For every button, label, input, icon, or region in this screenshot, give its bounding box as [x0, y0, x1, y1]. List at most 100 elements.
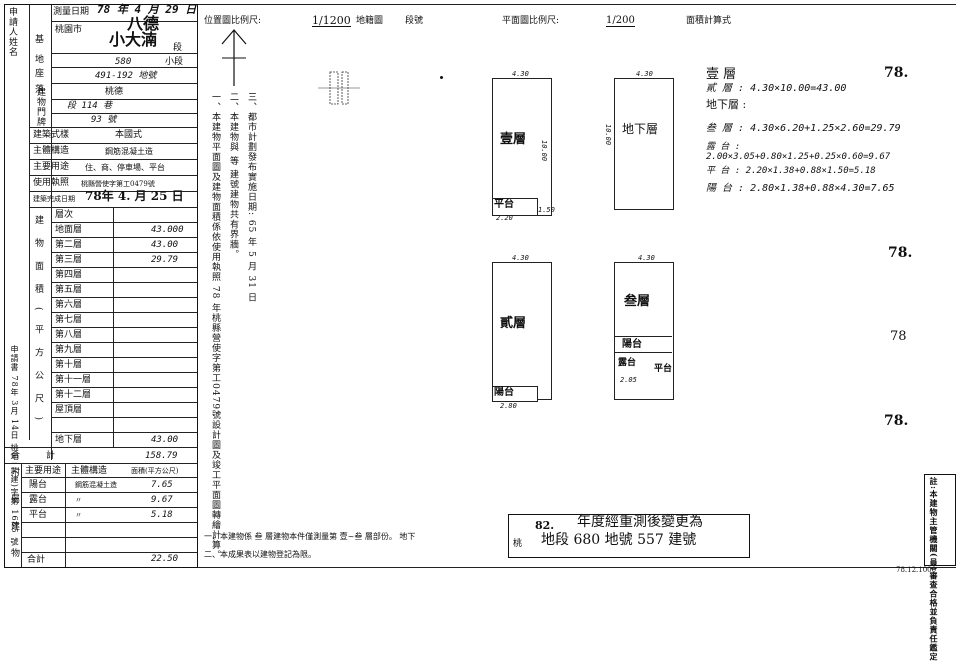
stamp-line1: 年度經重測後變更為: [577, 514, 703, 530]
plan-floor1: [492, 78, 552, 216]
p3-width: 4.30: [512, 254, 529, 262]
map-dot: [440, 76, 443, 79]
p4-width: 4.30: [638, 254, 655, 262]
floor-name: 第十二層: [55, 390, 92, 400]
plan-floor2: [492, 262, 552, 400]
calc-f4: 叁 層 : 4.30×6.20+1.25×2.60=29.79: [706, 123, 901, 134]
stamp-val-1: 78.: [888, 245, 913, 261]
total-label: 合計: [11, 451, 82, 461]
foot-2: 二、本成果表以建物登記為限。: [204, 550, 316, 559]
p3-sub: 陽台: [494, 387, 514, 398]
row-val-1: 小段: [165, 57, 184, 67]
floor-name: 第八層: [55, 330, 83, 340]
note-3: 三、都市計劃發布實施日期: 65 年 5 月 31 日: [246, 92, 256, 303]
building-type-label: 建築式樣: [33, 130, 70, 140]
floor-name: 層次: [55, 210, 74, 220]
floor-name: 第五層: [55, 285, 83, 295]
stamp-val-0: 78.: [884, 65, 909, 81]
floor-name: 第三層: [55, 255, 83, 265]
p1-sub-dim: 2.20: [496, 214, 513, 222]
p1-label: 壹層: [500, 132, 527, 147]
structure-label: 主體構造: [33, 146, 70, 156]
structure: 鋼筋混凝土造: [105, 147, 153, 156]
p4-sub3: 平台: [654, 364, 673, 374]
row-val-0: 段: [173, 43, 183, 53]
survey-date-label: 測量日期: [53, 7, 90, 17]
floor-name: 屋頂層: [55, 405, 83, 415]
side-note: 註:本建物主管機關(員)審查合格並負責任鑑定: [929, 477, 939, 662]
calc-f7: 陽 台 : 2.80×1.38+0.88×4.30=7.65: [706, 183, 895, 194]
building-type: 本國式: [115, 130, 143, 140]
floor-name: 地面層: [55, 225, 83, 235]
floor-name: 第十一層: [55, 375, 92, 385]
area-calc-label: 面積計算式: [686, 16, 732, 26]
total: 158.79: [145, 451, 178, 461]
area-label: 建物面積(平方公尺): [33, 215, 43, 435]
annex-struct: 〃: [75, 511, 82, 519]
stamp-prefix: 桃: [513, 539, 523, 549]
permit-label: 使用執照: [33, 178, 70, 188]
stamp-val-3: 78.: [884, 413, 909, 429]
survey-date: 78 年 4 月 29 日: [97, 3, 197, 16]
corner-code: 78.12.1000: [896, 566, 937, 574]
p3-sub-dim: 2.80: [500, 402, 517, 410]
location-sketch: [318, 71, 360, 105]
annex-use: 露台: [29, 495, 48, 505]
p2-label: 地下層: [622, 122, 659, 136]
annex-struct: 〃: [75, 496, 82, 504]
calc-f2: 貳 層 : 4.30×10.00=43.00: [706, 83, 847, 94]
p2-width: 4.30: [636, 70, 653, 78]
main-use: 住、商、停車場、平台: [85, 163, 165, 172]
annex-use: 平台: [29, 510, 48, 520]
plan-basement: [614, 78, 674, 210]
annex-area: 9.67: [151, 495, 173, 505]
road: 桃德: [105, 87, 124, 97]
plan-floor3: [614, 262, 674, 400]
register-table: 申請人姓名 測量日期 78 年 4 月 29 日 桃園市 八德 小大湳 基 地 …: [4, 3, 198, 575]
section: 小大湳: [109, 30, 158, 49]
position-scale-label: 位置圖比例尺:: [204, 16, 262, 26]
floor-name: 地下層: [55, 435, 83, 445]
main-use-label: 主要用途: [33, 162, 70, 172]
completion-label: 建築完成日期: [33, 195, 75, 203]
stamp-year: 82.: [535, 519, 555, 532]
calc-f6: 平 台 : 2.20×1.38+0.88×1.50=5.18: [706, 166, 876, 176]
p1-sub-box: [492, 198, 538, 216]
annex-h0: 主要用途: [25, 466, 62, 476]
calc-f3: 地下層 :: [706, 98, 747, 111]
note-2: 二、本建物與 等 建號建物共有界牆。: [228, 92, 238, 260]
p4-sub: 陽台: [622, 339, 642, 350]
annex-total-label: 合計: [27, 555, 46, 565]
annex-struct: 鋼筋混凝土造: [75, 481, 117, 489]
p4-sub2: 露台: [618, 358, 637, 368]
permit: 桃縣營使字第工0479號: [81, 180, 155, 188]
p4-label: 叁層: [624, 294, 651, 309]
annex-h1: 主體構造: [71, 466, 108, 476]
p1-height: 10.00: [540, 140, 548, 162]
floor-name: 第九層: [55, 345, 83, 355]
top-border: [198, 4, 956, 5]
p3-sub-box: [492, 386, 538, 402]
plan-scale: 1/200: [606, 15, 635, 27]
row-val-2: 580: [115, 57, 132, 67]
lane: 段 114 巷: [67, 101, 113, 111]
p1-width: 4.30: [512, 70, 529, 78]
map-sheet-no: 段號: [405, 16, 424, 26]
city: 桃園市: [55, 25, 83, 35]
floor-name: 第七層: [55, 315, 83, 325]
row-label-2: 座: [35, 69, 45, 79]
p3-label: 貳層: [500, 316, 527, 331]
district: 八德: [127, 14, 160, 33]
floor-area: 43.000: [151, 225, 184, 235]
side-note-box: 註:本建物主管機關(員)審查合格並負責任鑑定: [924, 474, 956, 662]
annex-h2: 面積(平方公尺): [131, 467, 179, 475]
stamp-line2: 地段 680 地號 557 建號: [541, 532, 697, 548]
floor-area: 43.00: [151, 240, 179, 250]
building-survey-sheet: 申請人姓名 測量日期 78 年 4 月 29 日 桃園市 八德 小大湳 基 地 …: [4, 3, 956, 662]
annex-area: 5.18: [151, 510, 173, 520]
floor-name: 第二層: [55, 240, 83, 250]
applicant-label: 申請人姓名: [7, 7, 17, 57]
row-label-1: 地: [35, 55, 45, 65]
floor-name: 第十層: [55, 360, 83, 370]
position-scale: 1/1200: [312, 14, 351, 27]
